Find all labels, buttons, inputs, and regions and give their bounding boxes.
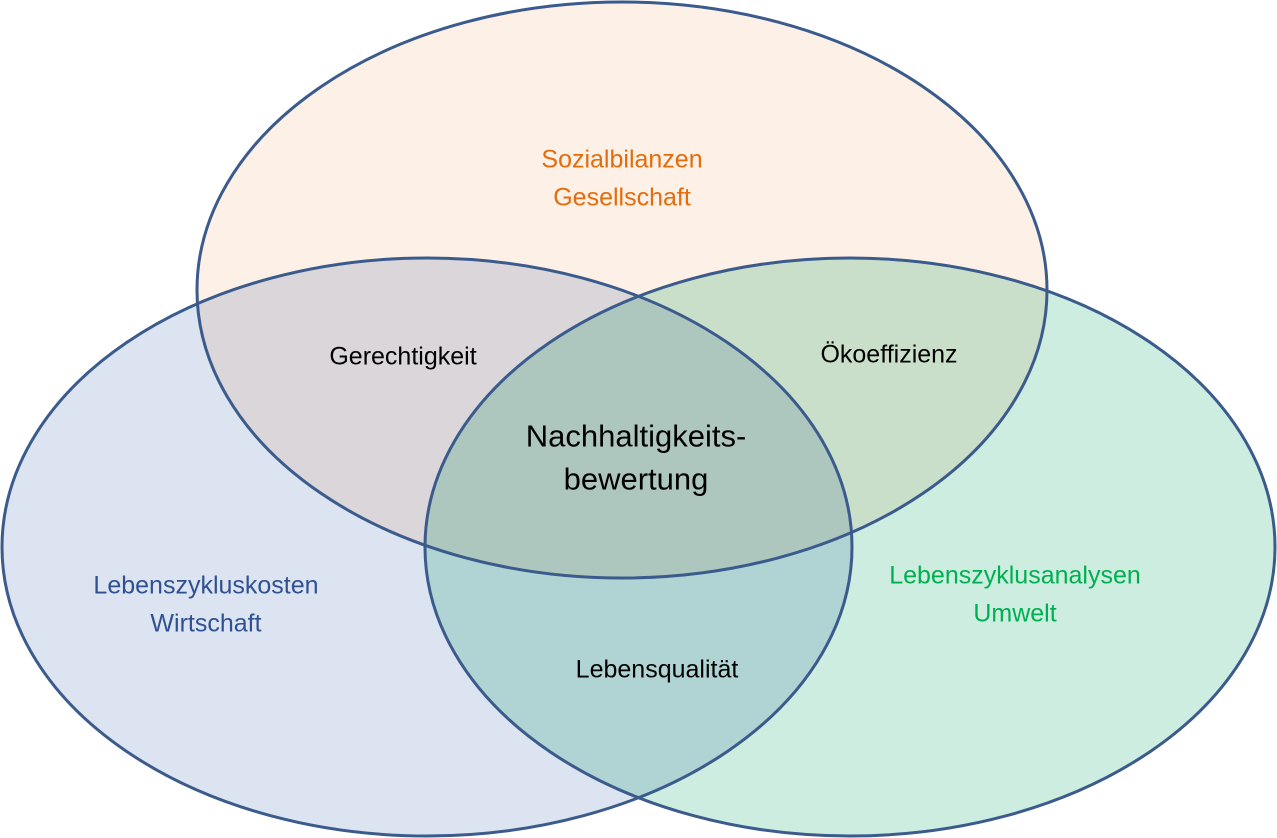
environment-outline <box>423 256 1277 838</box>
environment-ellipse <box>425 258 1275 836</box>
environment-title: Lebenszyklusanalysen <box>889 561 1141 590</box>
society-label: Sozialbilanzen Gesellschaft <box>541 142 702 217</box>
intersection-society-economy: Gerechtigkeit <box>329 342 477 371</box>
economy-title: Lebenszykluskosten <box>93 571 319 600</box>
society-subtitle: Gesellschaft <box>553 183 691 211</box>
intersection-society-environment: Ökoeffizienz <box>820 340 958 369</box>
center-label: Nachhaltigkeits- bewertung <box>526 415 747 502</box>
intersection-economy-environment: Lebensqualität <box>575 655 739 684</box>
economy-outline <box>0 256 854 838</box>
society-title: Sozialbilanzen <box>541 145 703 174</box>
environment-subtitle: Umwelt <box>973 599 1057 627</box>
environment-label: Lebenszyklusanalysen Umwelt <box>889 558 1141 633</box>
center-line2: bewertung <box>563 462 709 497</box>
center-line1: Nachhaltigkeits- <box>525 418 747 454</box>
economy-subtitle: Wirtschaft <box>150 609 262 637</box>
economy-label: Lebenszykluskosten Wirtschaft <box>93 568 318 643</box>
